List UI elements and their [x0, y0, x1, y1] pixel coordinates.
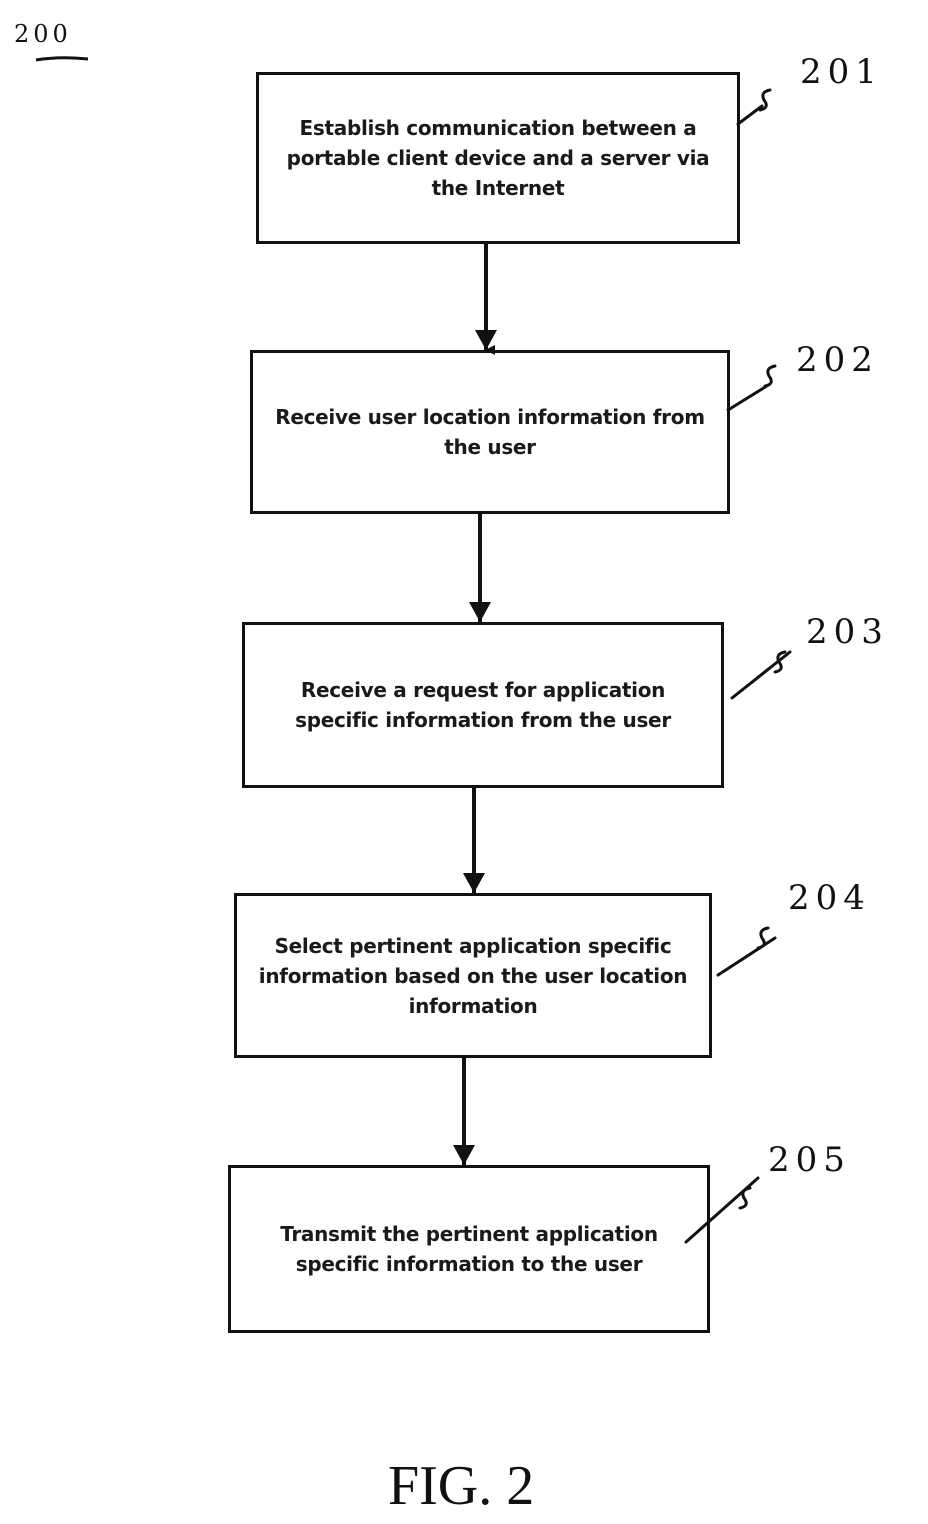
step-box-205: Transmit the pertinent application speci…	[228, 1165, 710, 1333]
leader-line-203	[732, 652, 790, 698]
step-ref-204: 204	[788, 878, 871, 918]
leader-line-204	[718, 928, 775, 975]
figure-number: 200	[14, 20, 72, 48]
step-ref-205: 205	[768, 1140, 851, 1180]
step-text-201: Establish communication between a portab…	[273, 113, 723, 203]
figure-number-underline	[36, 58, 88, 60]
step-box-203: Receive a request for application specif…	[242, 622, 724, 788]
step-ref-203: 203	[806, 612, 889, 652]
figure-caption: FIG. 2	[388, 1454, 534, 1518]
arrow-head-204-to-205	[453, 1145, 475, 1165]
arrow-head-201-to-202	[475, 330, 497, 350]
step-text-203: Receive a request for application specif…	[259, 675, 707, 735]
step-text-205: Transmit the pertinent application speci…	[245, 1219, 693, 1279]
step-ref-201: 201	[800, 52, 883, 92]
step-text-204: Select pertinent application specific in…	[251, 931, 695, 1021]
arrow-head-202-to-203	[469, 602, 491, 622]
leader-line-201	[738, 90, 770, 124]
leader-line-202	[728, 366, 775, 410]
arrow-head-203-to-204	[463, 873, 485, 893]
step-ref-202: 202	[796, 340, 879, 380]
step-box-201: Establish communication between a portab…	[256, 72, 740, 244]
step-box-204: Select pertinent application specific in…	[234, 893, 712, 1058]
step-box-202: Receive user location information from t…	[250, 350, 730, 514]
step-text-202: Receive user location information from t…	[267, 402, 713, 462]
